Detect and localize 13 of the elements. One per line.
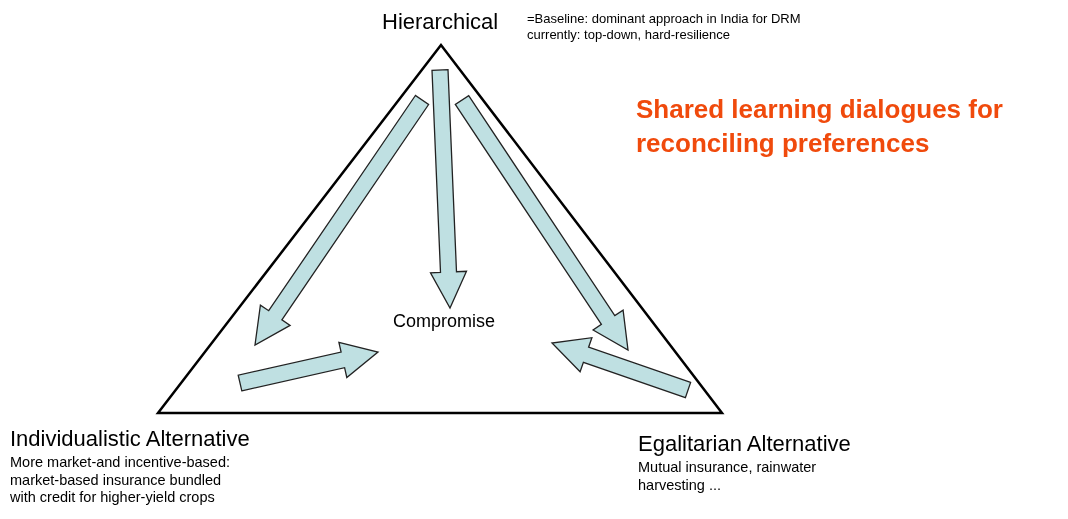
description: More market-and incentive-based: market-based insurance bundled with credit for higher-yield crops [10, 454, 232, 507]
block-arrow [429, 69, 468, 310]
corner-label: Hierarchical [382, 10, 499, 35]
block-arrow [254, 94, 430, 347]
corner-label: Individualistic Alternative [10, 427, 250, 452]
center-label: Compromise [393, 312, 497, 332]
block-arrow [237, 341, 380, 392]
block-arrow [454, 94, 629, 352]
note-text: =Baseline: dominant approach in India for DRM currently: top-down, hard-resilience [527, 11, 802, 43]
title: Shared learning dialogues for reconciling preferences [636, 93, 1004, 160]
block-arrow [550, 336, 692, 399]
description: Mutual insurance, rainwater harvesting ... [638, 459, 818, 494]
corner-label: Egalitarian Alternative [638, 432, 851, 457]
